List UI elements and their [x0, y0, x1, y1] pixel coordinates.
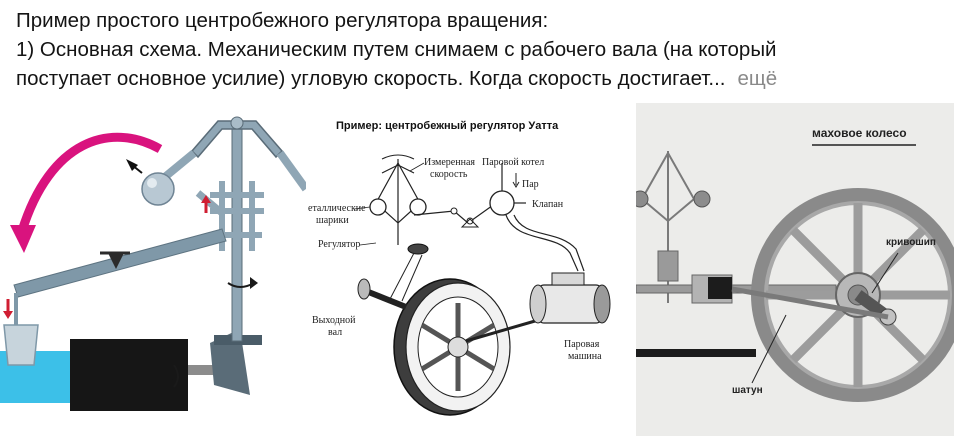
image-gallery: Пример: центробежный регулятор Уатта — [0, 103, 954, 436]
label-measured-speed-1: Измеренная — [424, 157, 475, 168]
label-rod: шатун — [732, 385, 763, 396]
image-watt-governor[interactable]: Пример: центробежный регулятор Уатта — [306, 103, 632, 436]
label-steam: Пар — [522, 179, 539, 190]
label-measured-speed-2: скорость — [430, 169, 468, 180]
more-link[interactable]: ещё — [738, 67, 778, 90]
label-crank: кривошип — [886, 237, 936, 248]
watt-diagram-title: Пример: центробежный регулятор Уатта — [336, 120, 559, 132]
post-line-1: Пример простого центробежного регулятора… — [16, 6, 916, 35]
watt-governor-diagram: Пример: центробежный регулятор Уатта — [306, 103, 632, 436]
flywheel-wheel-shape — [758, 195, 954, 395]
governor-scheme-illustration — [0, 103, 306, 436]
engine-block-shape — [70, 339, 188, 411]
post-line-3-text: поступает основное усилие) угловую скоро… — [16, 67, 726, 90]
image-governor-scheme[interactable] — [0, 103, 306, 436]
flywheel-shape — [394, 279, 510, 415]
label-balls-2: шарики — [316, 215, 349, 226]
post-line-2: 1) Основная схема. Механическим путем сн… — [16, 35, 916, 64]
governor-ball-shape — [142, 173, 174, 205]
label-output-shaft-2: вал — [328, 327, 342, 338]
label-governor: Регулятор — [318, 239, 360, 250]
flywheel-crank-illustration: маховое колесо кривошип шатун — [636, 103, 954, 436]
image-flywheel-crank[interactable]: маховое колесо кривошип шатун — [636, 103, 954, 436]
label-engine-1: Паровая — [564, 339, 600, 350]
post-line-3: поступает основное усилие) угловую скоро… — [16, 64, 916, 93]
label-engine-2: машина — [568, 351, 602, 362]
label-flywheel: маховое колесо — [812, 126, 907, 140]
label-output-shaft-1: Выходной — [312, 315, 356, 326]
label-boiler: Паровой котел — [482, 157, 544, 168]
label-valve: Клапан — [532, 199, 564, 210]
post-text: Пример простого центробежного регулятора… — [16, 6, 916, 93]
